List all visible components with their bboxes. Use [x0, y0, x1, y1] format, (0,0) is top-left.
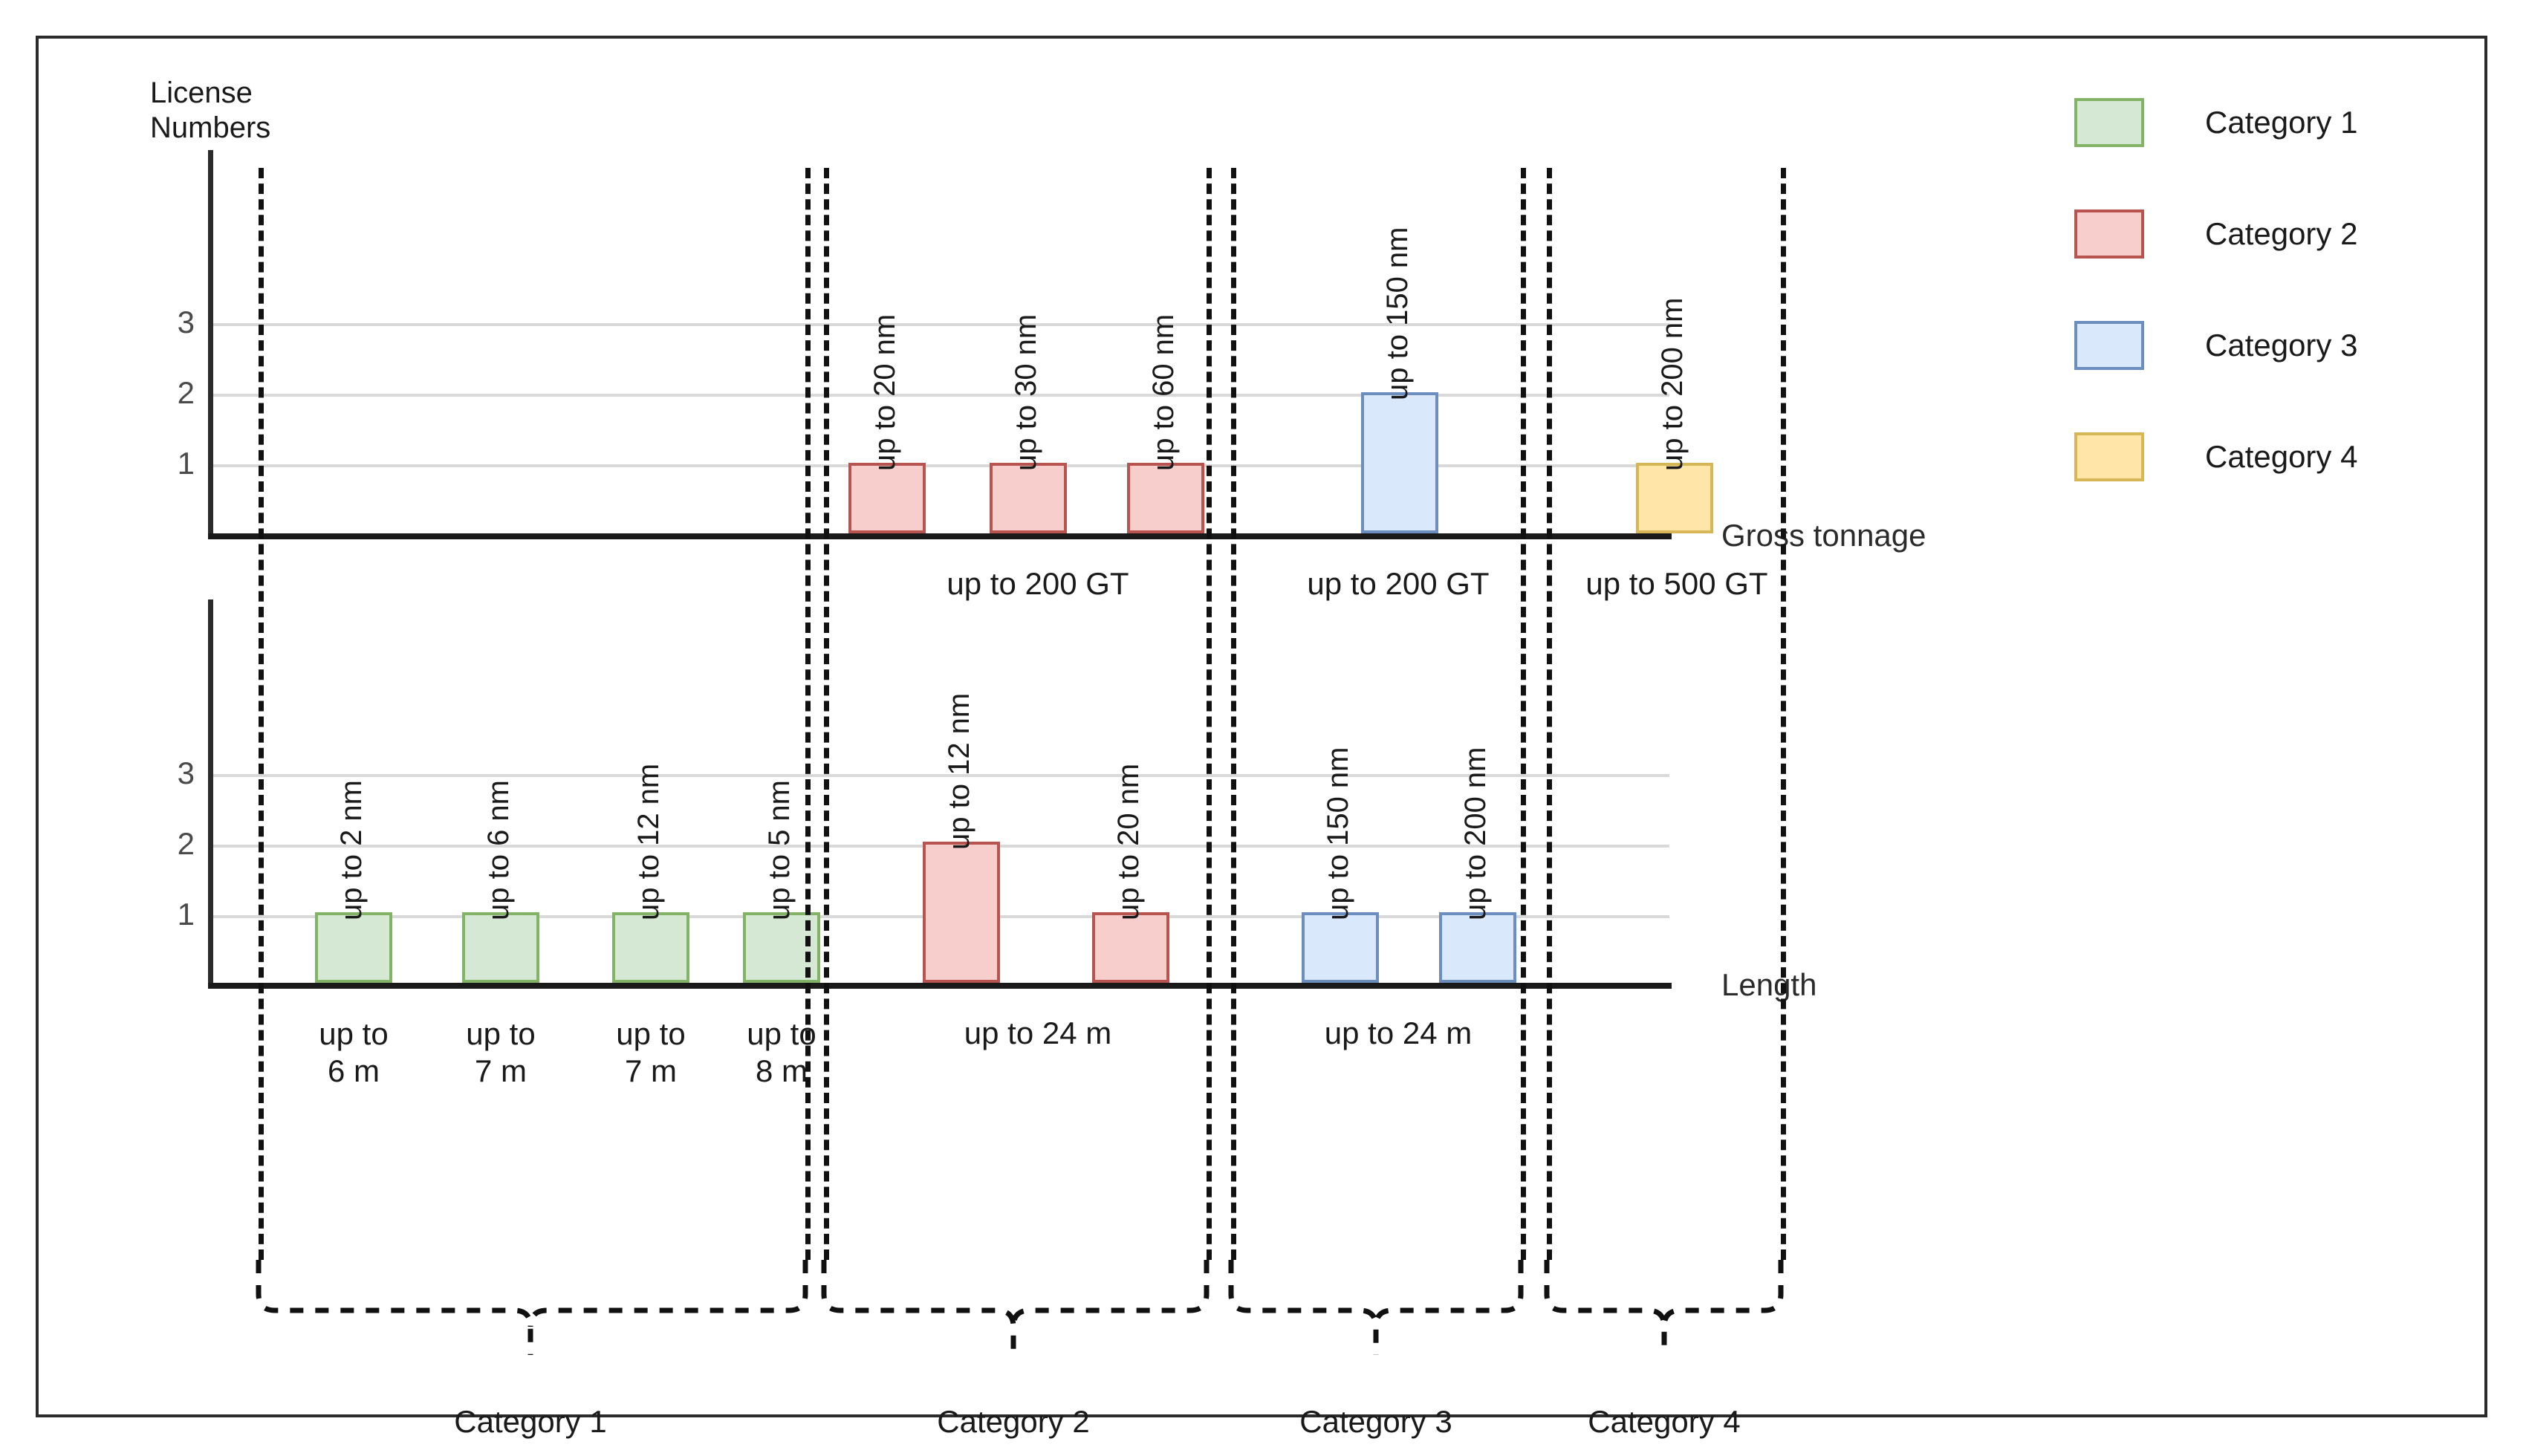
bar-bot-c1-2-label: up to 6 nm	[482, 779, 515, 920]
tick-top-2: 2	[177, 375, 195, 410]
y-axis-title: License Numbers	[150, 77, 271, 145]
bar-bot-c3-2-label: up to 200 nm	[1459, 747, 1492, 921]
category-divider-4-left	[1547, 168, 1552, 1260]
tick-bot-2: 2	[177, 826, 195, 861]
bar-top-c2-2	[990, 463, 1067, 533]
legend-swatch-category-2	[2074, 209, 2144, 259]
bar-bot-c1-3-label: up to 12 nm	[632, 763, 665, 920]
category-divider-2-right	[1207, 168, 1212, 1260]
bottom-chart-bars	[39, 39, 2484, 1414]
y-axis-line-top	[208, 150, 213, 536]
bar-bot-c2-1	[923, 842, 1000, 983]
bottom-chart-group-labels: up to 2 nm up to 6 nm up to 12 nm up to 5 n…	[39, 39, 2484, 1414]
gridline-top-1	[210, 464, 1669, 467]
bar-bot-c3-1-label: up to 150 nm	[1322, 747, 1354, 921]
bar-bot-c2-1-label: up to 12 nm	[943, 692, 975, 850]
bot-range-label-1: up to 7 m	[466, 1016, 536, 1089]
legend-item-category-2[interactable]: Category 2	[2074, 209, 2357, 259]
bar-bot-c3-1	[1302, 912, 1379, 983]
y-axis-line-bottom	[208, 599, 213, 986]
gridline-top-2	[210, 394, 1669, 397]
category-divider-3-left	[1231, 168, 1236, 1260]
top-range-label-0: up to 200 GT	[947, 566, 1129, 601]
top-chart-bars	[39, 39, 2484, 1414]
legend-swatch-category-4	[2074, 432, 2144, 481]
legend-label-category-2: Category 2	[2205, 216, 2358, 251]
category-divider-4-right	[1781, 168, 1786, 1260]
bar-top-c2-1	[848, 463, 926, 533]
category-divider-2-left	[824, 168, 829, 1260]
legend-item-category-3[interactable]: Category 3	[2074, 321, 2357, 370]
legend-label-category-4: Category 4	[2205, 439, 2358, 474]
bar-top-c2-3	[1127, 463, 1204, 533]
bar-bot-c1-2	[462, 912, 539, 983]
category-label-2: Category 2	[937, 1404, 1090, 1439]
bot-range-label-4: up to 24 m	[964, 1015, 1112, 1050]
top-range-label-1: up to 200 GT	[1307, 566, 1490, 601]
x-axis-label-length: Length	[1721, 967, 1817, 1002]
legend-label-category-3: Category 3	[2205, 328, 2358, 363]
bar-bot-c2-2	[1092, 912, 1169, 983]
legend-swatch-category-1	[2074, 98, 2144, 147]
x-axis-line-bottom	[208, 983, 1672, 989]
legend-label-category-1: Category 1	[2205, 105, 2358, 140]
bar-top-c4-1	[1636, 463, 1713, 533]
top-range-label-2: up to 500 GT	[1585, 566, 1768, 601]
category-label-3: Category 3	[1299, 1404, 1452, 1439]
bar-bot-c2-2-label: up to 20 nm	[1112, 763, 1145, 920]
gridline-top-3	[210, 323, 1669, 326]
bar-bot-c1-1-label: up to 2 nm	[335, 779, 368, 920]
bar-bot-c3-2	[1439, 912, 1516, 983]
category-divider-1-left	[259, 168, 264, 1260]
category-label-1: Category 1	[454, 1404, 607, 1439]
bar-bot-c1-4-label: up to 5 nm	[763, 779, 796, 920]
bot-range-label-0: up to 6 m	[319, 1016, 389, 1089]
bar-bot-c1-3	[612, 912, 689, 983]
x-axis-line-top	[208, 533, 1672, 539]
bot-range-label-2: up to 7 m	[616, 1016, 686, 1089]
bar-bot-c1-1	[315, 912, 392, 983]
tick-bot-1: 1	[177, 897, 195, 932]
category-divider-3-right	[1521, 168, 1526, 1260]
category-label-4: Category 4	[1588, 1404, 1741, 1439]
legend-item-category-4[interactable]: Category 4	[2074, 432, 2357, 481]
legend-item-category-1[interactable]: Category 1	[2074, 98, 2357, 147]
legend-swatch-category-3	[2074, 321, 2144, 370]
tick-top-3: 3	[177, 305, 195, 339]
tick-top-1: 1	[177, 446, 195, 481]
figure-frame: License Numbers 3 2 1 Gross tonnage up t…	[36, 36, 2487, 1439]
bar-top-c3-1	[1361, 392, 1438, 533]
x-axis-label-gross-tonnage: Gross tonnage	[1721, 518, 1926, 553]
category-divider-1-right	[805, 168, 811, 1260]
bot-range-label-3: up to 8 m	[747, 1016, 816, 1089]
tick-bot-3: 3	[177, 755, 195, 790]
gridline-bot-3	[210, 774, 1669, 777]
bot-range-label-5: up to 24 m	[1324, 1015, 1473, 1050]
legend: Category 1 Category 2 Category 3 Categor…	[2074, 98, 2431, 514]
